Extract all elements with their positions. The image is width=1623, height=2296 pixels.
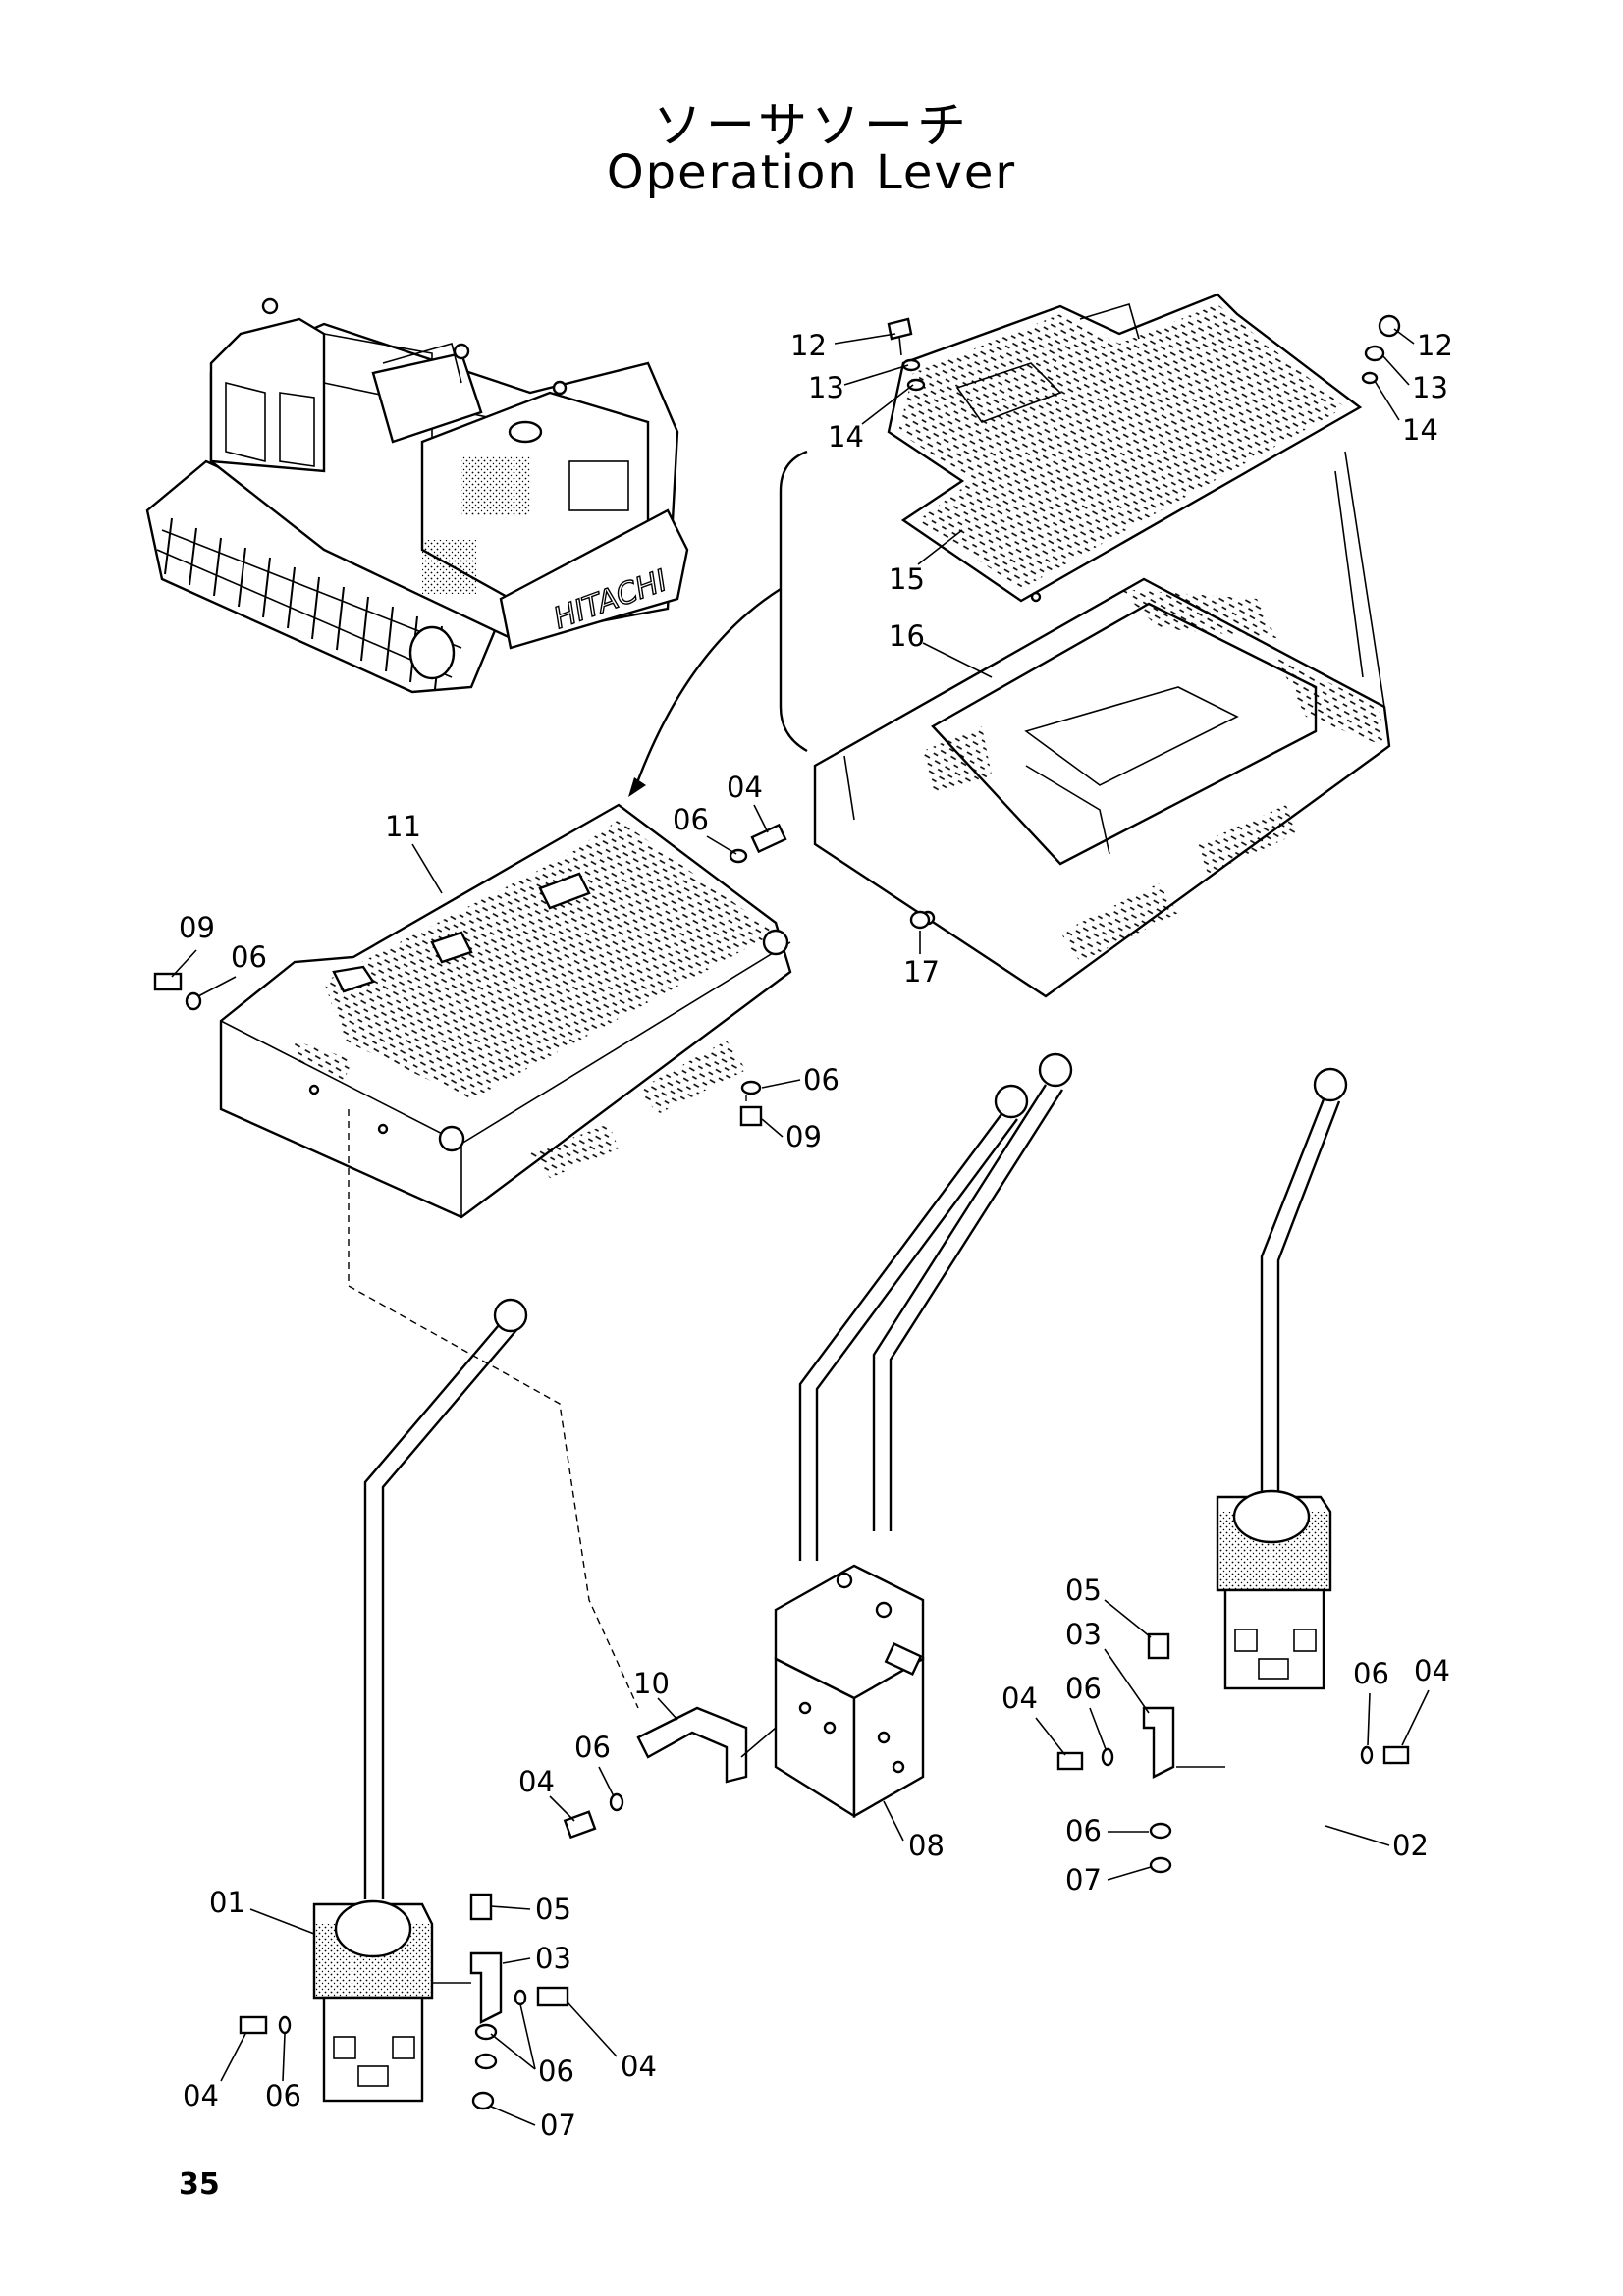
bracket-10 [636,1706,748,1784]
callout-04-right-lower: 04 [621,2050,657,2083]
callout-14-left: 14 [828,420,864,454]
cover-box-11 [219,803,792,1219]
callouts: 12 13 14 15 16 12 13 14 11 09 06 06 04 1… [171,328,1453,2142]
callout-05-left: 05 [535,1893,571,1926]
bracket-03-left [469,1951,503,2024]
callout-03-left: 03 [535,1942,571,1975]
hardware-items [153,314,1410,2070]
control-lever-01 [312,1298,528,2103]
cover-plate-15 [887,293,1363,603]
callout-04-far-right: 04 [1414,1654,1450,1687]
callout-06-right-group: 06 [1065,1672,1102,1705]
callout-13-right: 13 [1412,371,1448,404]
callout-06-middle: 06 [574,1731,611,1764]
callout-17: 17 [903,955,940,988]
callout-06-lower-right: 06 [538,2055,574,2088]
callout-09-right: 09 [785,1120,822,1153]
callout-06-right: 06 [803,1063,839,1096]
callout-07-right: 07 [1065,1863,1102,1896]
bracket-03-right [1142,1706,1175,1779]
callout-09-left: 09 [179,911,215,944]
callout-06-far-right: 06 [1353,1657,1389,1690]
pointer-arrow [634,587,782,786]
callout-02: 02 [1392,1829,1429,1862]
control-lever-02 [1216,1067,1348,1690]
callout-14-right: 14 [1402,413,1438,447]
callout-03-right: 03 [1065,1618,1102,1651]
side-box-16 [813,577,1391,998]
callout-05-right: 05 [1065,1574,1102,1607]
title-english: Operation Lever [606,145,1017,200]
callout-13-left: 13 [808,371,844,404]
group-bracket [779,450,808,753]
callout-04-right-group: 04 [1001,1682,1038,1715]
double-control-lever-08 [774,1052,1073,1819]
callout-12-left: 12 [790,329,827,362]
excavator-illustration: HITACHI [145,297,689,694]
callout-01: 01 [209,1886,245,1919]
callout-06-left: 06 [231,940,267,974]
callout-12-right: 12 [1417,329,1453,362]
title-japanese: ソーサソーチ [653,97,970,154]
callout-06-upper: 06 [673,803,709,836]
callout-04-middle: 04 [518,1765,555,1798]
callout-04-upper: 04 [727,771,763,804]
callout-10: 10 [633,1667,670,1700]
callout-11: 11 [385,810,421,843]
page-number: 35 [179,2167,220,2202]
callout-15: 15 [889,562,925,596]
callout-08: 08 [908,1829,945,1862]
callout-06-right-lower: 06 [1065,1814,1102,1847]
callout-07-left: 07 [540,2109,576,2142]
callout-16: 16 [889,619,925,653]
callout-06-left-lower: 06 [265,2079,301,2112]
assembly-leader-left [348,1109,639,1709]
callout-04-left-lower: 04 [183,2079,219,2112]
